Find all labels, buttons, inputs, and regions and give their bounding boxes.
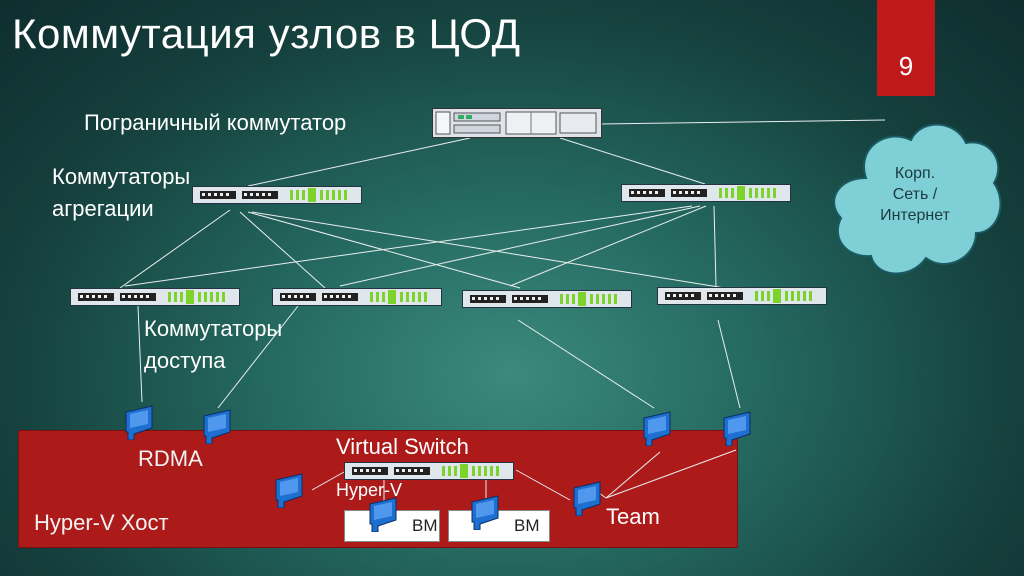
team-label: Team [606,504,660,529]
cloud-line-2: Сеть / [892,186,938,203]
aggregation-label-line1: Коммутаторы [52,164,191,189]
network-adapter-icon [203,409,231,444]
cloud-line-3: Интернет [880,207,950,224]
network-adapter-icon [275,473,303,508]
cloud-label: Корп. Сеть / Интернет [840,163,990,226]
aggregation-label-line2: агрегации [52,196,154,221]
access-switch-3-icon [462,290,632,308]
cloud-icon [833,123,1002,275]
rdma-label: RDMA [138,446,203,471]
cloud-line-1: Корп. [894,165,936,182]
access-switch-2-icon [272,288,442,306]
hyperv-host-label: Hyper-V Хост [34,510,169,535]
page-number-tab: 9 [877,0,935,96]
network-adapter-icon [369,497,397,532]
virtual-switch-icon [344,462,514,480]
slide-title: Коммутация узлов в ЦОД [12,10,521,57]
aggregation-switch-right-icon [621,184,791,202]
network-adapter-icon [643,411,671,446]
border-switch-icon [432,108,602,138]
vm-box-2 [448,510,550,542]
access-switch-1-icon [70,288,240,306]
network-adapter-icon [723,411,751,446]
border-switch-label: Пограничный коммутатор [84,110,347,135]
network-adapter-icon [125,405,153,440]
aggregation-switch-left-icon [192,186,362,204]
access-switch-4-icon [657,287,827,305]
page-number: 9 [898,51,914,81]
access-label-line1: Коммутаторы [144,316,283,341]
hyperv-label: Hyper-V [336,480,403,500]
access-label-line2: доступа [144,348,226,373]
network-adapter-icon [471,495,499,530]
network-adapter-icon [573,481,601,516]
vm-1-label: ВМ [412,516,438,535]
virtual-switch-label: Virtual Switch [336,434,469,459]
vm-2-label: ВМ [514,516,540,535]
